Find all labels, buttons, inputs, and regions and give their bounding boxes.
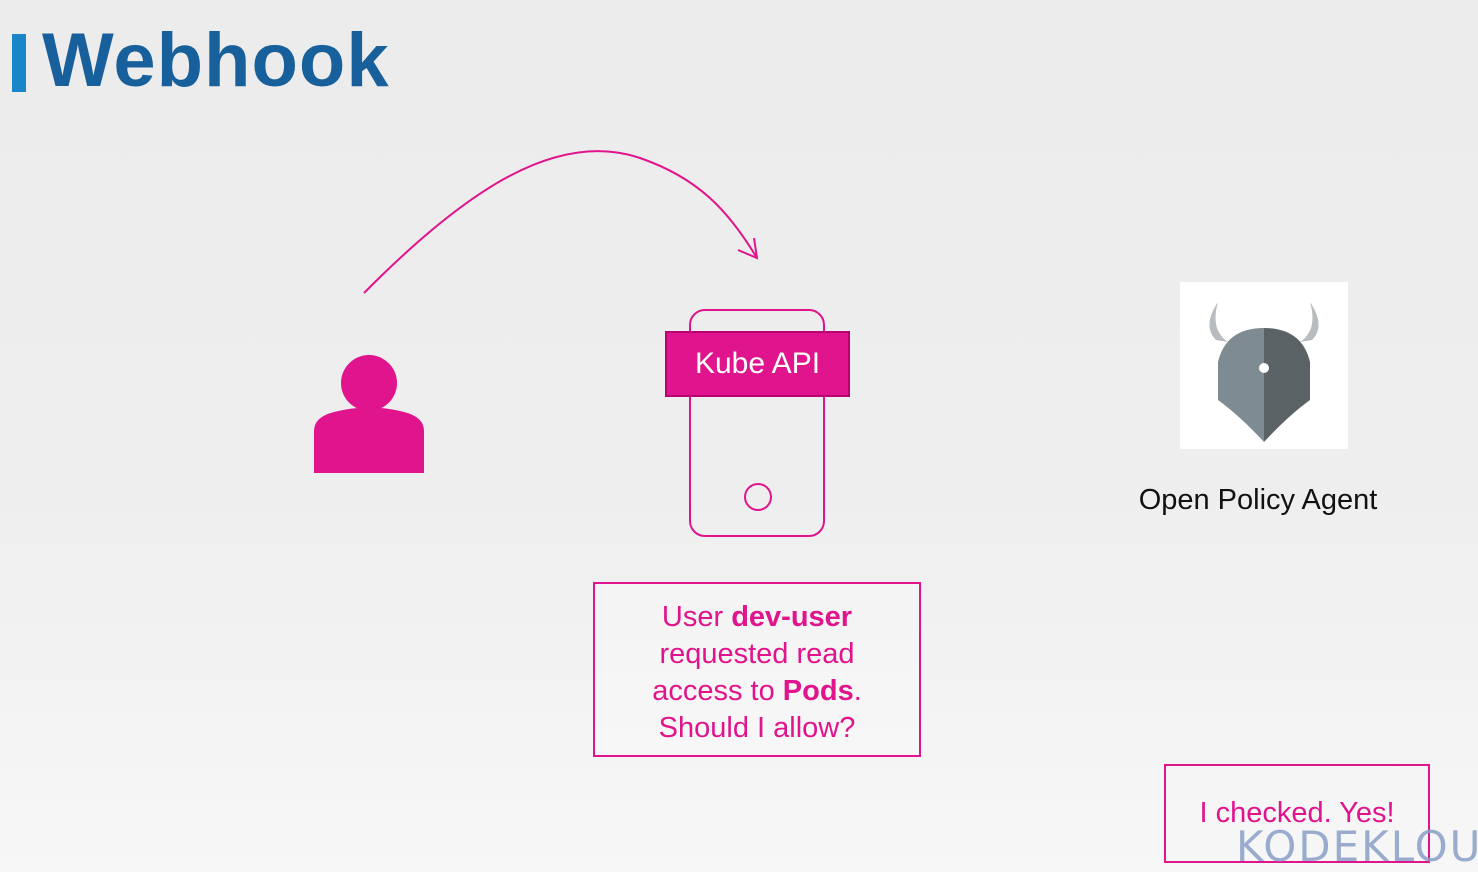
request-line-1: User dev-user	[661, 601, 853, 633]
request-line-4: Should I allow?	[658, 712, 856, 744]
request-line-3: access to Pods.	[652, 675, 862, 707]
reply-message-box: I checked. Yes!	[1164, 764, 1430, 863]
request-line-2: requested read	[659, 638, 855, 670]
slide-title: Webhook	[42, 18, 390, 103]
user-icon	[314, 355, 424, 473]
phone-icon	[689, 309, 825, 537]
title-accent-bar	[12, 34, 26, 92]
brand-watermark: KODEKLOU	[1236, 822, 1478, 871]
opa-logo-card	[1180, 282, 1348, 449]
opa-label: Open Policy Agent	[1138, 484, 1378, 516]
opa-logo-icon	[1209, 302, 1319, 442]
request-message-box: User dev-user requested read access to P…	[593, 582, 921, 757]
kube-api-label: Kube API	[665, 331, 850, 397]
phone-home-button	[744, 483, 772, 511]
